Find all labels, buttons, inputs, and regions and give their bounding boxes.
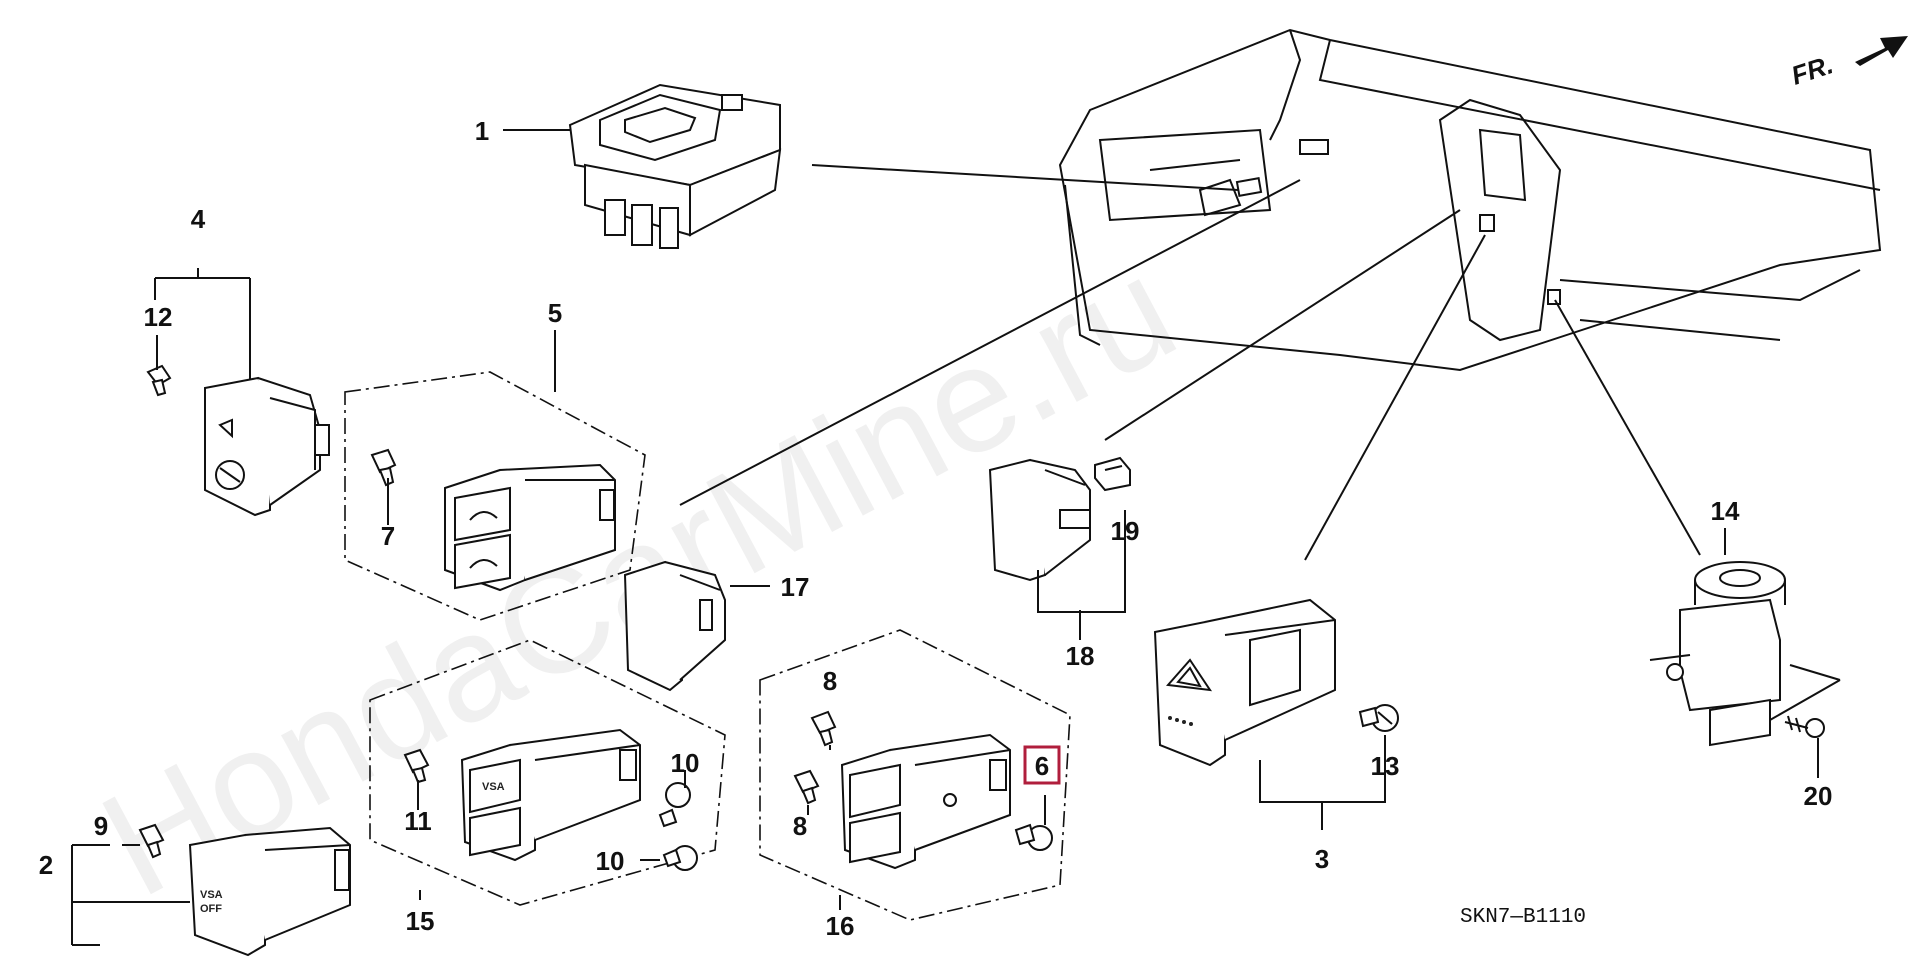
part-19-clip xyxy=(1094,456,1131,492)
callout-20: 20 xyxy=(1804,781,1833,811)
callout-19: 19 xyxy=(1111,516,1140,546)
part-17-blank-cover xyxy=(623,560,726,692)
callout-8a: 8 xyxy=(823,666,837,696)
callout-14: 14 xyxy=(1711,496,1740,526)
callout-2: 2 xyxy=(39,850,53,880)
part-16-group-outline xyxy=(759,629,1071,921)
part-8-clip-a xyxy=(810,710,837,747)
callout-numbers: 1 2 3 4 5 6 7 8 8 9 10 10 11 12 13 14 15… xyxy=(39,116,1833,941)
part-5-window-switch xyxy=(444,463,616,592)
part-3-hazard-switch xyxy=(1153,598,1336,767)
part-9-clip xyxy=(138,823,165,859)
callout-15: 15 xyxy=(406,906,435,936)
callout-6-highlighted: 6 xyxy=(1035,751,1049,781)
part-7-clip xyxy=(370,448,397,487)
callout-1: 1 xyxy=(475,116,489,146)
front-direction-arrow: FR. xyxy=(1788,36,1908,91)
part-16-seat-heater-switch xyxy=(840,733,1011,870)
dashboard-outline xyxy=(1058,28,1882,372)
part-2-vsa-off-switch: VSA OFF xyxy=(188,826,351,957)
front-arrow-icon xyxy=(1855,36,1908,66)
direction-label: FR. xyxy=(1788,49,1837,90)
callout-leaders xyxy=(71,129,1819,946)
part-5-group-outline xyxy=(344,371,646,621)
part-10-screw-b xyxy=(662,845,698,871)
callout-3: 3 xyxy=(1315,844,1329,874)
svg-text:VSA: VSA xyxy=(482,781,505,793)
callout-17: 17 xyxy=(781,572,810,602)
callout-18: 18 xyxy=(1066,641,1095,671)
callout-12: 12 xyxy=(144,302,173,332)
part-10-screw-a xyxy=(658,782,691,828)
leader-lines xyxy=(679,164,1701,561)
callout-4: 4 xyxy=(191,204,206,234)
part-4-headlight-switch xyxy=(204,376,330,517)
callout-7: 7 xyxy=(381,521,395,551)
callout-9: 9 xyxy=(94,811,108,841)
part-8-clip-b xyxy=(793,769,820,805)
callout-8b: 8 xyxy=(793,811,807,841)
highlight-box xyxy=(1023,745,1061,785)
callout-10a: 10 xyxy=(671,748,700,778)
part-15-fog-switch: VSA xyxy=(460,728,641,862)
callout-11: 11 xyxy=(404,806,432,836)
part-6-screw xyxy=(1014,823,1053,851)
part-13-screw xyxy=(1358,704,1399,732)
part-18-blank-cover xyxy=(988,458,1091,582)
drawing-code: SKN7—B1110 xyxy=(1460,906,1586,929)
callout-5: 5 xyxy=(548,298,562,328)
part-14-ignition-cylinder xyxy=(1649,561,1841,747)
part-11-clip xyxy=(403,748,430,784)
callout-16: 16 xyxy=(826,911,855,941)
callout-13: 13 xyxy=(1371,751,1400,781)
svg-text:OFF: OFF xyxy=(200,903,222,915)
part-12-clip xyxy=(146,364,172,397)
part-20-screw xyxy=(1784,715,1825,738)
part-1-mirror-switch xyxy=(568,83,782,249)
svg-text:VSA: VSA xyxy=(200,889,223,901)
callout-10b: 10 xyxy=(596,846,625,876)
part-15-group-outline xyxy=(369,639,726,906)
